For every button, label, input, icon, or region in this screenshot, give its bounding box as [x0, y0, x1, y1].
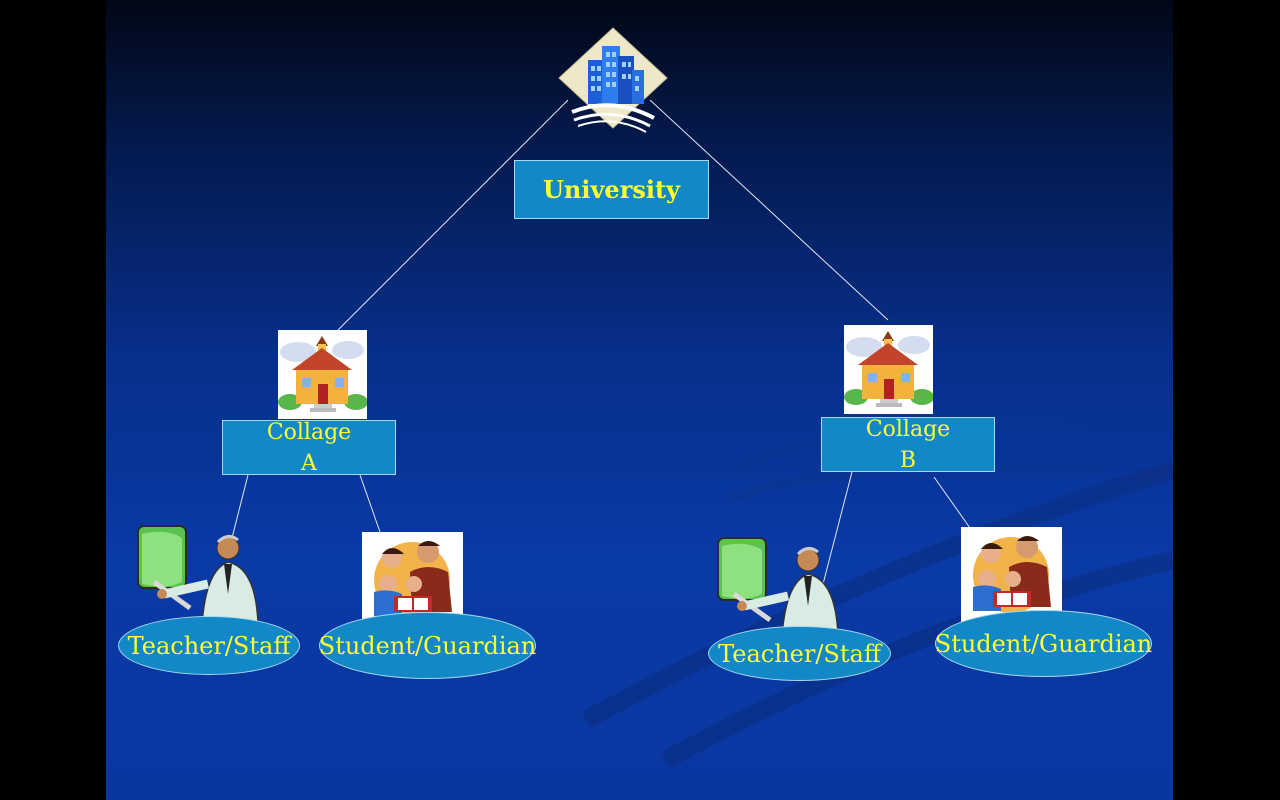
- college-b-box: Collage B: [821, 416, 995, 473]
- university-box: University: [514, 160, 709, 219]
- college-a-teacher-staff-node: Teacher/Staff: [118, 616, 300, 675]
- family-reading-icon: [961, 527, 1062, 623]
- college-b-student-guardian-node: Student/Guardian: [935, 610, 1152, 677]
- connector-college-b-teacher: [821, 471, 853, 589]
- office-building-icon: [558, 27, 668, 133]
- college-b-line2: B: [899, 447, 917, 473]
- university-label: University: [542, 175, 680, 204]
- connector-lines: [231, 99, 971, 589]
- connector-university-college-b: [649, 99, 889, 321]
- college-b-teacher-staff-label: Teacher/Staff: [718, 639, 881, 668]
- slide-canvas: University Collage A: [106, 0, 1173, 800]
- college-b-teacher-staff-node: Teacher/Staff: [708, 626, 891, 681]
- college-b-line1: Collage: [865, 416, 951, 442]
- college-a-line2: A: [301, 450, 317, 476]
- family-reading-icon: [362, 532, 463, 620]
- college-a-box: Collage A: [222, 419, 396, 476]
- connector-college-a-teacher: [231, 474, 249, 539]
- college-a-student-guardian-label: Student/Guardian: [318, 631, 537, 660]
- connector-university-college-a: [337, 99, 569, 331]
- college-a-teacher-staff-label: Teacher/Staff: [127, 631, 291, 660]
- connector-college-a-student: [359, 474, 381, 533]
- college-b-student-guardian-label: Student/Guardian: [934, 629, 1153, 658]
- college-a-line1: Collage: [266, 419, 352, 445]
- college-a-student-guardian-node: Student/Guardian: [319, 612, 536, 679]
- schoolhouse-icon: [844, 325, 933, 414]
- connector-college-b-student: [933, 476, 971, 529]
- teacher-presenting-icon: [717, 537, 839, 637]
- schoolhouse-icon: [278, 330, 367, 419]
- teacher-presenting-icon: [137, 525, 259, 625]
